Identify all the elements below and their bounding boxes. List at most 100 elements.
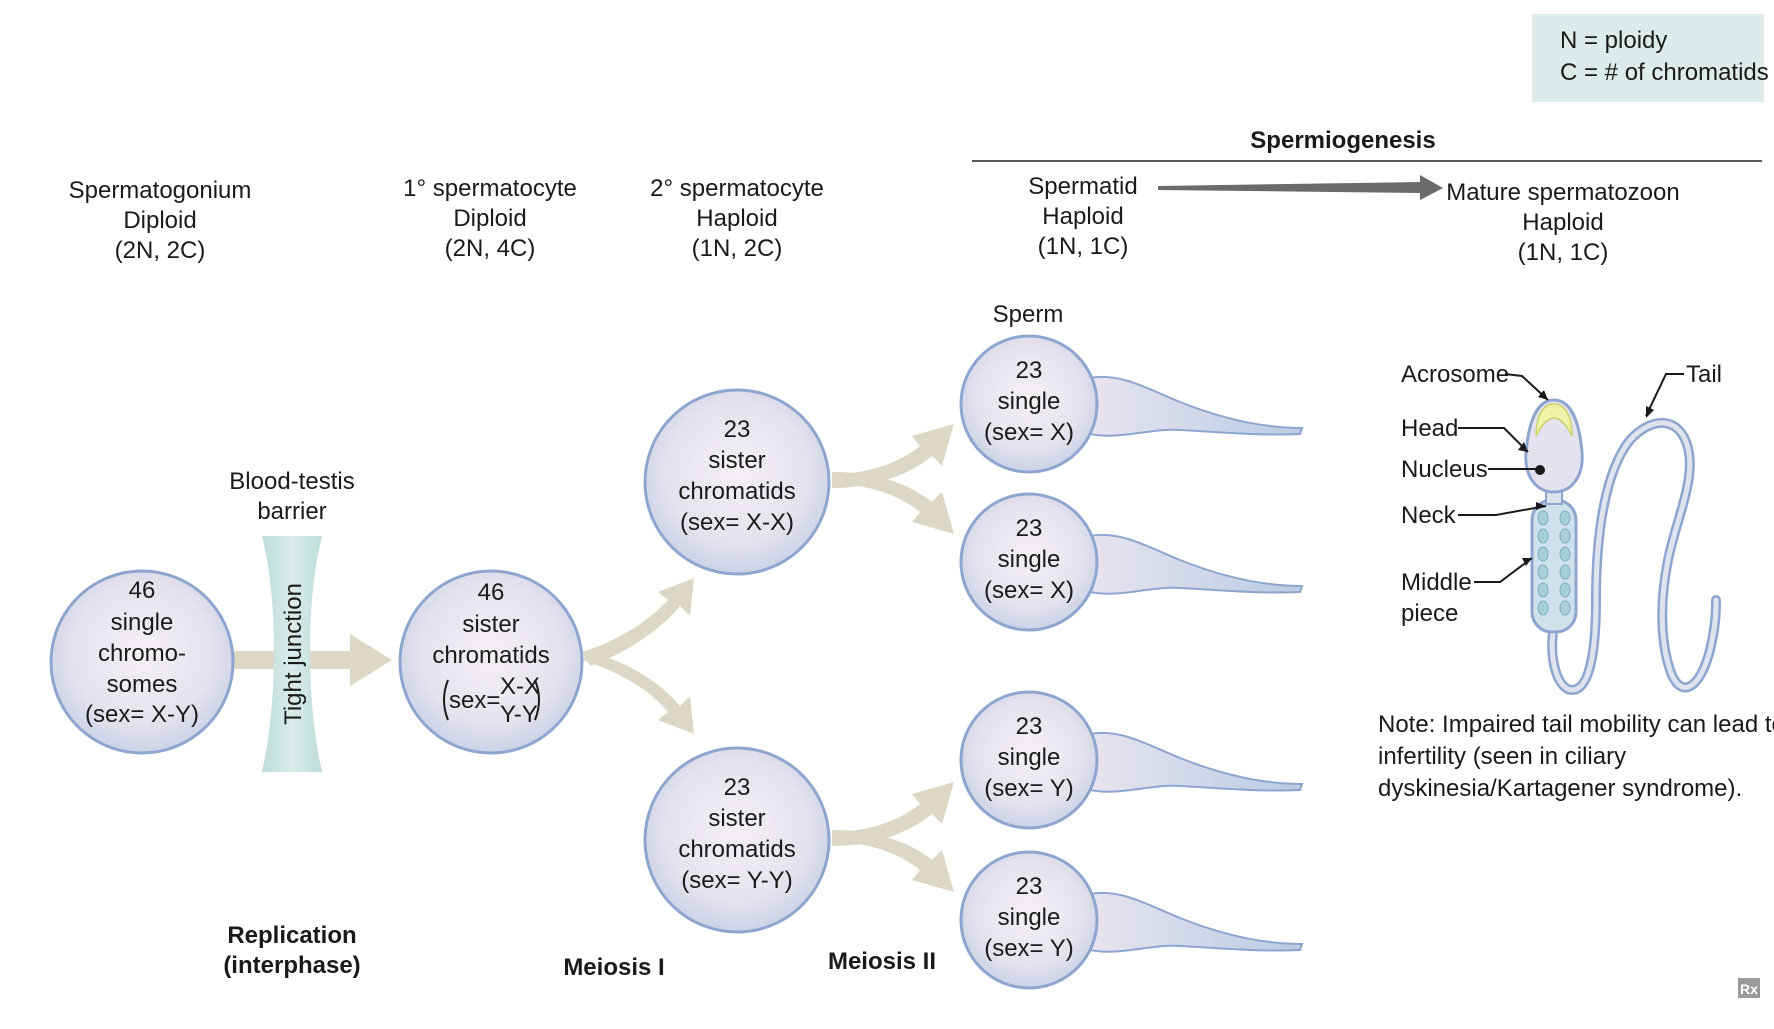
stage-name: Mature spermatozoon: [1446, 179, 1679, 206]
stage-ploidy: Haploid: [1522, 209, 1603, 236]
stage-nc: (1N, 1C): [1038, 233, 1129, 260]
cell-text: sister: [462, 611, 519, 638]
stage-ploidy: Diploid: [453, 205, 526, 232]
spermiogenesis-arrow: [1158, 175, 1443, 200]
phase-replication-1: Replication: [227, 922, 356, 949]
pointer-middle-piece: [1474, 557, 1533, 583]
sex-option-b: Y-Y: [500, 701, 538, 728]
sperm-cell-4: 23 single (sex= Y): [959, 850, 1304, 990]
stage-spermatid: Spermatid Haploid (1N, 1C): [1028, 173, 1137, 260]
stage-mature-spermatozoon: Mature spermatozoon Haploid (1N, 1C): [1446, 179, 1679, 266]
barrier-label-line2: barrier: [257, 498, 326, 525]
label-acrosome: Acrosome: [1401, 361, 1509, 388]
cell-text: (sex= Y-Y): [681, 867, 792, 894]
cell-text: (sex= X-X): [680, 509, 794, 536]
pointer-head: [1458, 427, 1529, 453]
stage-name: 2° spermatocyte: [650, 175, 824, 202]
arrow-meiosis1-top: [582, 578, 694, 666]
cell-text: 46: [478, 579, 505, 606]
label-middle-2: piece: [1401, 600, 1458, 627]
cell-text: 46: [129, 577, 156, 604]
cell-text: chromatids: [432, 642, 549, 669]
cell-text: (sex= X): [984, 419, 1074, 446]
note: Note: Impaired tail mobility can lead to…: [1378, 711, 1774, 802]
paren-left: [443, 679, 449, 721]
paren-right: [534, 679, 540, 721]
tight-junction-label: Tight junction: [280, 583, 307, 725]
sperm-tail-inner: [1549, 420, 1719, 693]
blood-testis-barrier: Blood-testis barrier Tight junction: [229, 468, 355, 772]
pointer-acrosome: [1504, 373, 1549, 401]
cell-text: chromatids: [678, 836, 795, 863]
mitochondria: [1537, 510, 1571, 616]
cell-text: single: [998, 744, 1061, 771]
stage-nc: (1N, 2C): [692, 235, 783, 262]
sperm-cell-3: 23 single (sex= Y): [959, 690, 1304, 830]
sex-prefix: sex=: [449, 687, 500, 714]
cell-secondary-spermatocyte-bottom: 23 sister chromatids (sex= Y-Y): [643, 746, 831, 934]
flow-arrows: [232, 424, 954, 892]
stage-ploidy: Diploid: [123, 207, 196, 234]
stage-nc: (2N, 2C): [115, 237, 206, 264]
stage-name: 1° spermatocyte: [403, 175, 577, 202]
note-line2: infertility (seen in ciliary: [1378, 743, 1626, 770]
sex-option-a: X-X: [500, 673, 540, 700]
cell-spermatogonium: 46 single chromo- somes (sex= X-Y): [49, 569, 235, 755]
note-line3: dyskinesia/Kartagener syndrome).: [1378, 775, 1742, 802]
label-middle-1: Middle: [1401, 569, 1472, 596]
cell-secondary-spermatocyte-top: 23 sister chromatids (sex= X-X): [643, 388, 831, 576]
sperm-acrosome: [1535, 403, 1573, 437]
pointer-neck: [1458, 505, 1547, 516]
cell-text: single: [998, 546, 1061, 573]
cell-text: 23: [1016, 873, 1043, 900]
tight-junction-shape: [262, 536, 322, 772]
stage-secondary-spermatocyte: 2° spermatocyte Haploid (1N, 2C): [650, 175, 824, 262]
nucleus-dot: [1535, 465, 1545, 475]
arrow-replication: [232, 634, 392, 686]
phase-meiosis-2: Meiosis II: [828, 948, 936, 975]
cell-text: (sex= Y): [984, 775, 1074, 802]
cell-text: 23: [724, 774, 751, 801]
cell-primary-spermatocyte: 46 sister chromatids sex= X-X Y-Y: [398, 569, 584, 755]
arrow-meiosis2-3: [832, 782, 954, 846]
label-head: Head: [1401, 415, 1458, 442]
stage-spermatogonium: Spermatogonium Diploid (2N, 2C): [69, 177, 252, 264]
cell-text: 23: [1016, 713, 1043, 740]
cell-text: 23: [1016, 515, 1043, 542]
sperm-cell-1: 23 single (sex= X): [959, 334, 1304, 474]
sperm-label: Sperm: [993, 301, 1064, 328]
stage-ploidy: Haploid: [1042, 203, 1123, 230]
arrow-meiosis2-2: [832, 472, 954, 534]
cell-text: somes: [107, 671, 178, 698]
rx-logo-text: Rx: [1740, 981, 1758, 997]
note-line1: Note: Impaired tail mobility can lead to: [1378, 711, 1774, 738]
arrow-meiosis1-bottom: [582, 652, 694, 734]
legend-box: [1532, 14, 1764, 102]
rx-logo: Rx: [1738, 978, 1760, 998]
phase-replication-2: (interphase): [223, 952, 360, 979]
stage-name: Spermatogonium: [69, 177, 252, 204]
pointer-tail: [1645, 373, 1684, 417]
cell-text: single: [998, 388, 1061, 415]
spermiogenesis-header: Spermiogenesis: [972, 127, 1762, 162]
label-nucleus: Nucleus: [1401, 456, 1488, 483]
cell-text: (sex= X): [984, 577, 1074, 604]
cell-text: sister: [708, 805, 765, 832]
stage-nc: (2N, 4C): [445, 235, 536, 262]
cell-text: chromo-: [98, 640, 186, 667]
legend: N = ploidy C = # of chromatids: [1532, 14, 1769, 102]
arrow-meiosis2-1: [832, 424, 954, 488]
phase-labels: Replication (interphase) Meiosis I Meios…: [223, 922, 936, 981]
cell-text: (sex= X-Y): [85, 701, 199, 728]
spermatozoon-anatomy: Acrosome Head Nucleus Neck Middle piece …: [1401, 361, 1722, 696]
spermiogenesis-title: Spermiogenesis: [1250, 127, 1435, 154]
cell-text: 23: [1016, 357, 1043, 384]
sperm-cell-2: 23 single (sex= X): [959, 492, 1304, 632]
cell-text: 23: [724, 416, 751, 443]
arrow-meiosis2-4: [832, 830, 954, 892]
stage-ploidy: Haploid: [696, 205, 777, 232]
legend-line1: N = ploidy: [1560, 27, 1667, 54]
cell-text: chromatids: [678, 478, 795, 505]
